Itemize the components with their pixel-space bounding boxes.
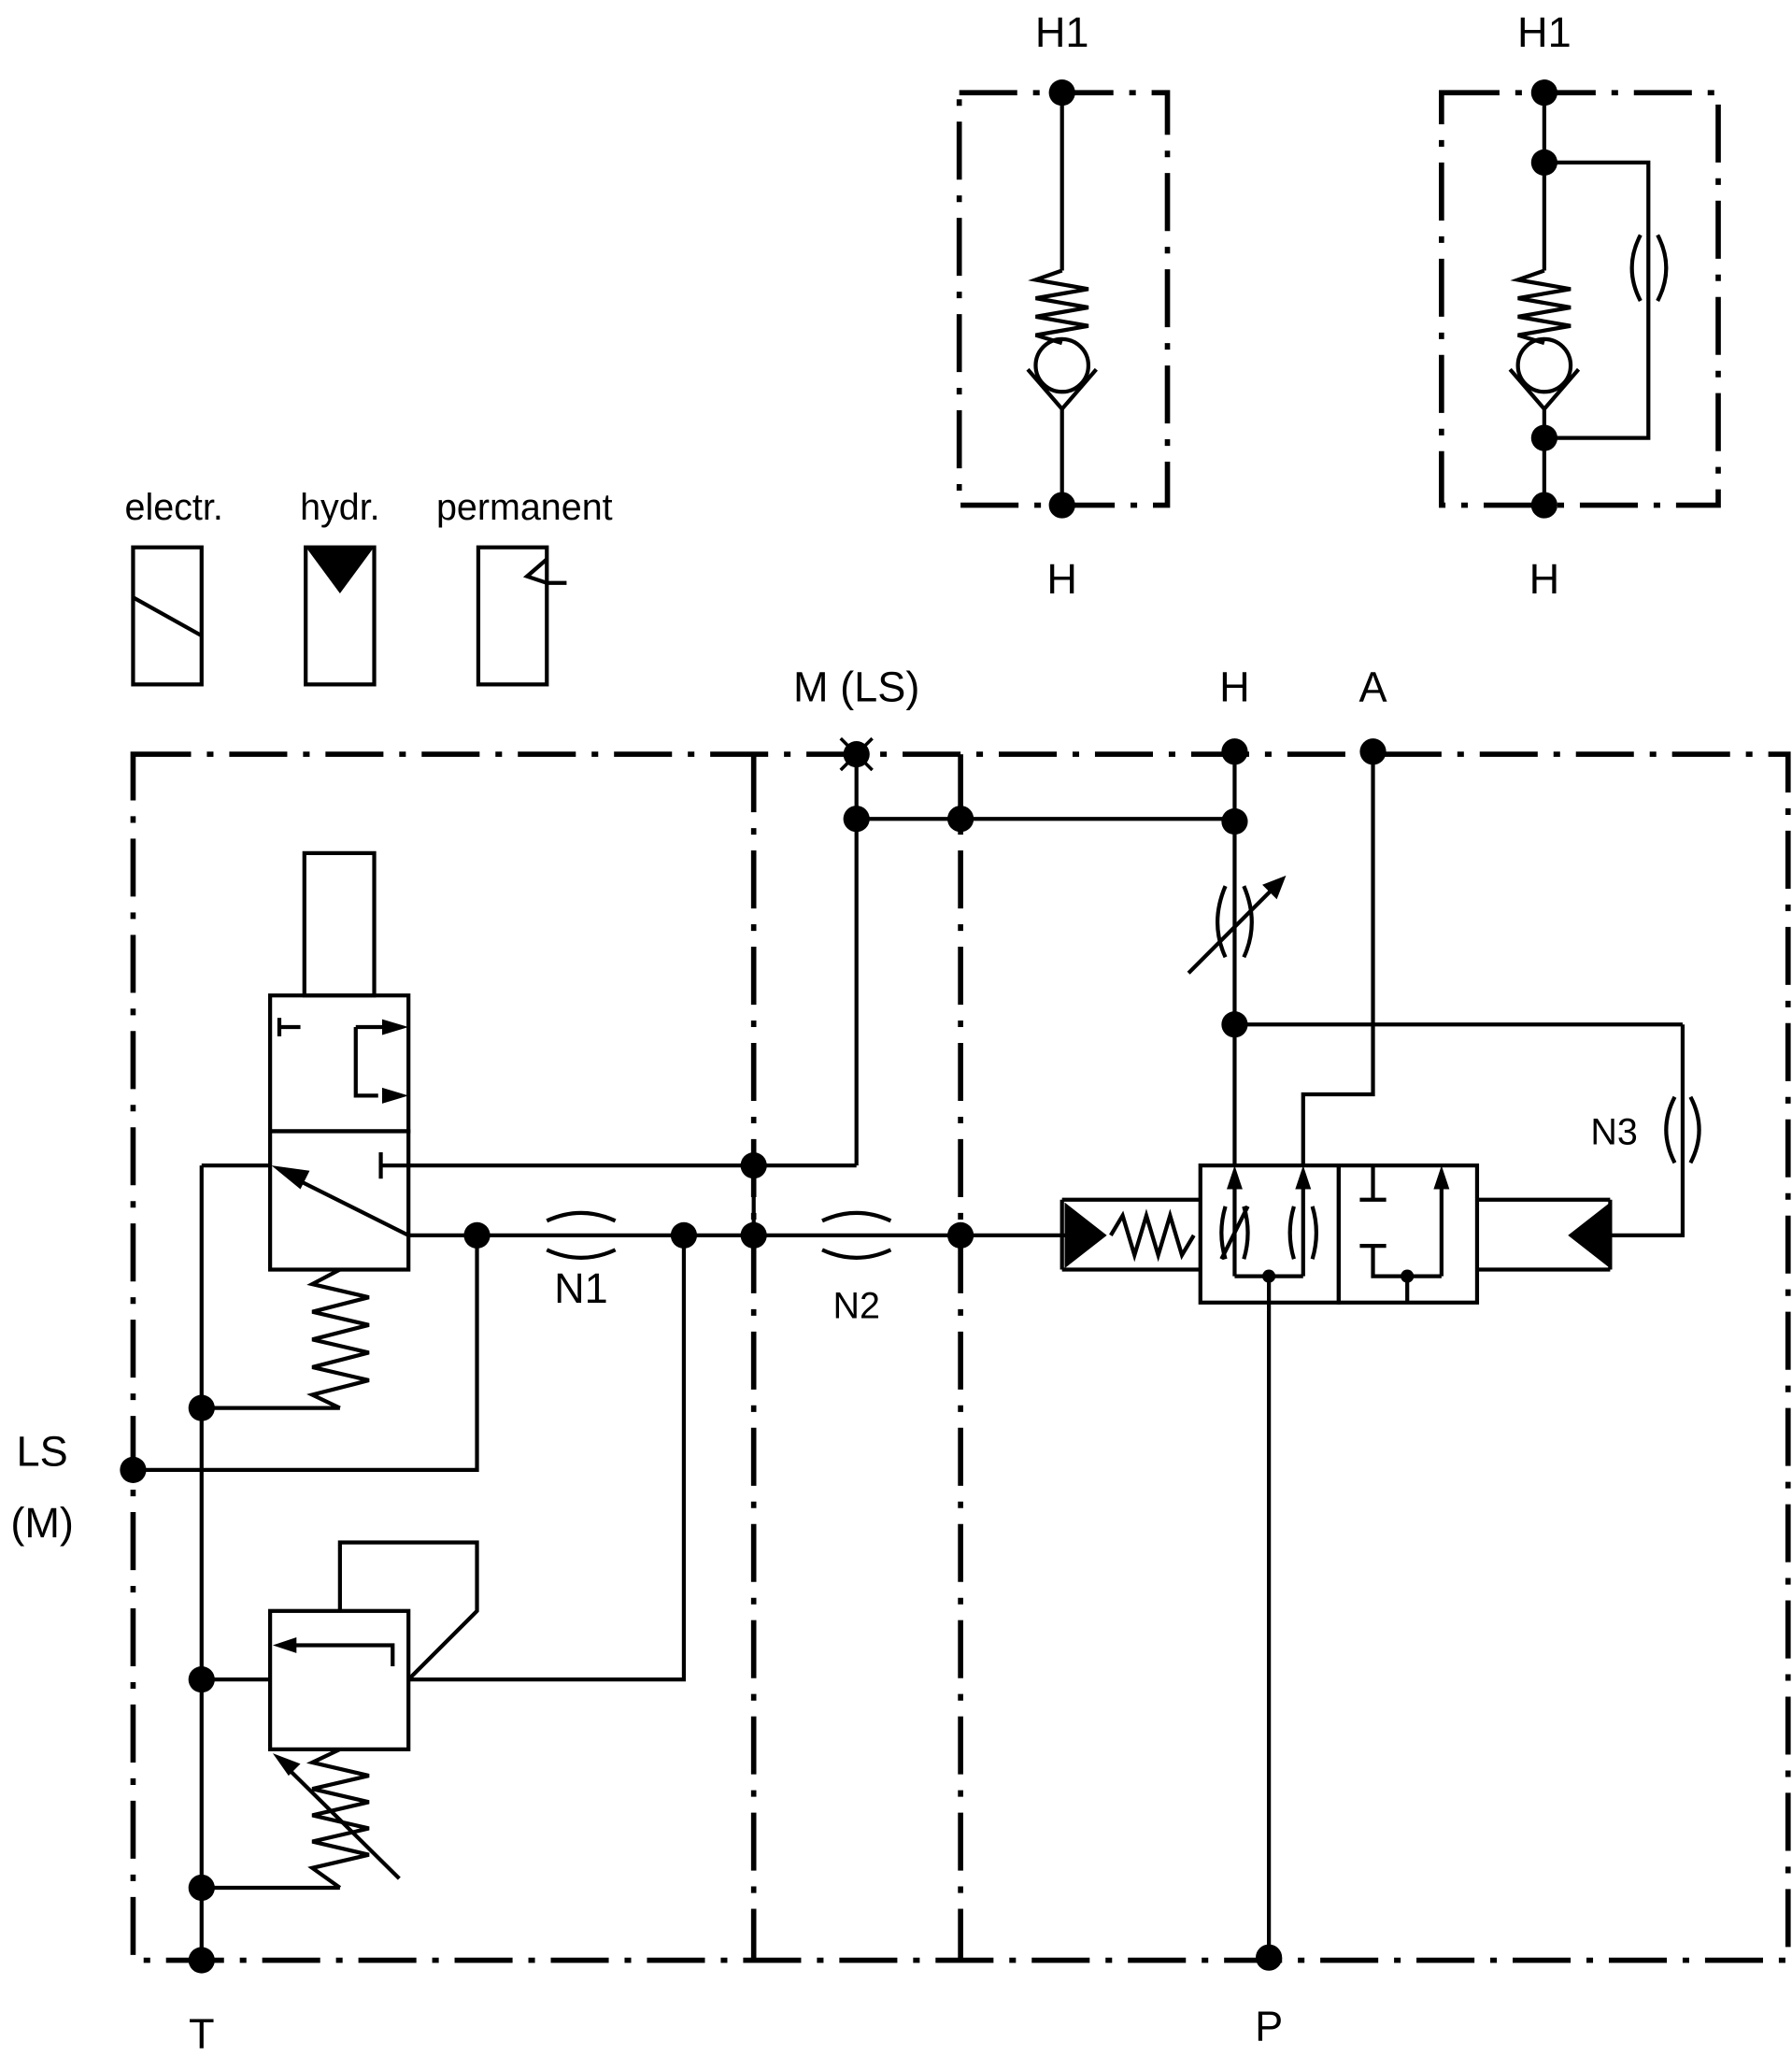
label-h-b: H (1529, 555, 1560, 603)
priority-valve (1060, 1163, 1613, 1305)
variant-check-valve-box (956, 79, 1171, 519)
legend-permanent-label: permanent (436, 487, 613, 528)
legend-hydraulic-symbol (304, 545, 377, 687)
label-n2: N2 (832, 1286, 879, 1327)
label-port-p: P (1255, 2003, 1283, 2050)
main-block-boundaries (130, 751, 1791, 1963)
solenoid-valve (201, 850, 411, 1410)
label-h-a: H (1046, 555, 1077, 603)
label-h1-a: H1 (1035, 8, 1089, 56)
label-n1: N1 (554, 1264, 608, 1312)
junction-nodes (120, 738, 1387, 1974)
label-ls: LS (17, 1428, 68, 1476)
measuring-port-m-ls (839, 736, 874, 772)
orifice-n1 (546, 1210, 617, 1260)
variant-check-valve-orifice-box (1439, 79, 1721, 519)
orifice-n3 (1664, 1095, 1701, 1164)
legend-permanent-symbol (476, 545, 567, 687)
label-h1-b: H1 (1517, 8, 1572, 56)
orifice-n2 (821, 1210, 892, 1260)
legend-electr-label: electr. (125, 487, 223, 528)
hydraulic-lines (133, 754, 1685, 1961)
label-port-a: A (1358, 664, 1387, 711)
relief-valve (201, 1540, 479, 1891)
label-m-ls: M (LS) (793, 664, 919, 711)
label-port-h: H (1219, 664, 1250, 711)
label-ls-m: (M) (10, 1499, 74, 1547)
label-port-t: T (189, 2010, 215, 2058)
legend-electric-symbol (131, 545, 204, 687)
label-n3: N3 (1590, 1112, 1637, 1153)
legend-hydr-label: hydr. (300, 487, 380, 528)
adjustable-throttle (1187, 875, 1287, 975)
